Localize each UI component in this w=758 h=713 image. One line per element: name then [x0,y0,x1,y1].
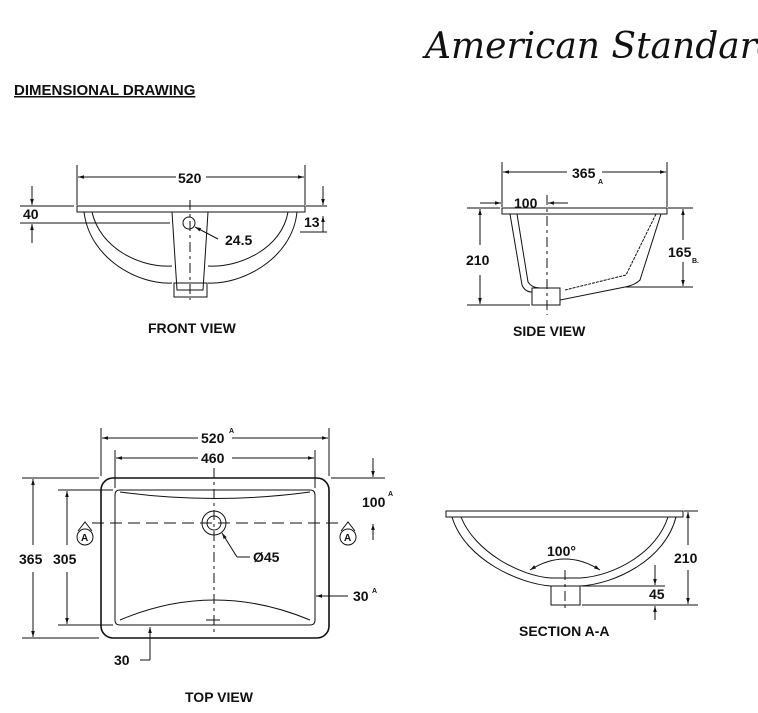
section-angle-label: 100° [547,543,576,559]
section-view-label: SECTION A-A [519,623,609,639]
top-drain-diameter-label: Ø45 [253,549,280,565]
section-view: 100° 210 45 SECTION A-A [445,510,698,639]
top-inner-depth-label: 305 [53,551,77,567]
side-view: 365 A 100 210 165 B. SIDE VIEW [466,162,699,339]
side-drain-offset-label: 100 [514,195,538,211]
section-marker-left: A [76,521,94,546]
top-outer-width-note: A [229,428,234,435]
front-rim-thickness-label: 13 [304,214,320,230]
front-view: 520 40 13 24.5 FRONT VIEW [20,165,327,336]
front-rim-height-label: 40 [23,206,39,222]
section-height-label: 210 [674,550,698,566]
side-bowl-note: B. [692,258,699,265]
side-bowl-depth-label: 165 [668,244,692,260]
page-title: DIMENSIONAL DRAWING [14,82,195,99]
top-view-label: TOP VIEW [185,689,254,705]
top-drain-offset-label: 100 [362,494,386,510]
top-outer-depth-label: 365 [19,551,43,567]
front-width-label: 520 [178,170,202,186]
front-overflow-diameter-label: 24.5 [225,232,252,248]
top-view: A A 520 A 460 365 305 100 A 30 [19,428,393,705]
section-marker-right: A [339,521,357,546]
side-depth-label: 365 [572,165,596,181]
top-side-margin-note: A [372,588,377,595]
top-side-margin-label: 30 [353,588,369,604]
top-bottom-margin-label: 30 [114,652,130,668]
front-view-label: FRONT VIEW [148,320,237,336]
brand-logo: American Standard [422,26,758,67]
side-height-label: 210 [466,252,490,268]
svg-text:A: A [344,533,351,544]
svg-text:A: A [81,533,88,544]
top-inner-width-label: 460 [201,450,225,466]
side-depth-note: A [598,179,603,186]
top-outer-width-label: 520 [201,430,225,446]
section-drain-height-label: 45 [649,586,665,602]
side-view-label: SIDE VIEW [513,323,586,339]
top-drain-offset-note: A [388,491,393,498]
